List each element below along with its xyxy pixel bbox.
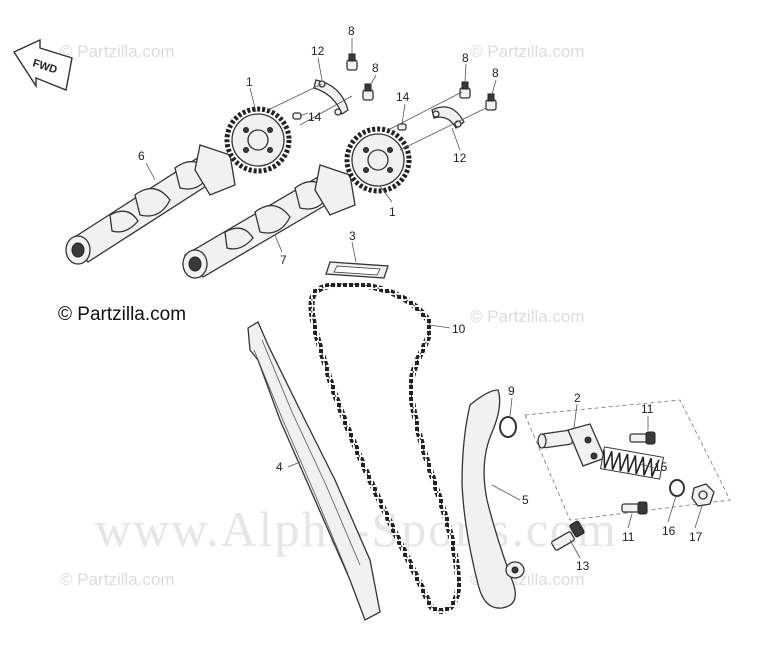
callout-1: 1: [389, 205, 396, 219]
bolt-8-a: [346, 53, 358, 71]
callout-8: 8: [348, 24, 355, 38]
camshaft-exhaust: [182, 164, 356, 279]
copyright-credit: © Partzilla.com: [58, 304, 187, 325]
camshaft-intake: [65, 144, 236, 265]
dowel-pin-lower: [397, 123, 407, 131]
gasket: [325, 261, 389, 279]
retainer-plate-lower: [431, 106, 465, 129]
cam-sprocket-lower: [344, 126, 412, 194]
callout-4: 4: [276, 460, 283, 474]
callout-10: 10: [452, 322, 466, 336]
leader-lines: [145, 38, 703, 559]
tensioner-arm-bolt: [551, 520, 585, 551]
callout-1: 1: [246, 75, 253, 89]
partzilla-watermark: © Partzilla.com: [60, 570, 175, 589]
retainer-plate-upper: [313, 79, 349, 116]
forward-arrow-icon: FWD: [12, 38, 73, 91]
tensioner-outline: [524, 399, 731, 521]
bolt-11-lower: [621, 501, 648, 515]
callout-14: 14: [308, 110, 322, 124]
tensioner-arm: [461, 389, 525, 609]
callout-7: 7: [280, 253, 287, 267]
callout-8: 8: [372, 61, 379, 75]
tensioner-body: [537, 423, 606, 467]
dowel-pin-upper: [292, 112, 302, 120]
bolt-8-b: [362, 83, 374, 101]
cap-bolt: [691, 483, 715, 507]
callout-11: 11: [641, 402, 654, 416]
callout-14: 14: [396, 90, 410, 104]
cam-sprocket-upper: [224, 106, 292, 174]
callout-3: 3: [349, 229, 356, 243]
callout-15: 15: [654, 460, 668, 474]
callout-6: 6: [138, 149, 145, 163]
callout-5: 5: [522, 493, 529, 507]
callout-17: 17: [689, 530, 703, 544]
tensioner-spring: [599, 446, 665, 480]
callout-13: 13: [576, 559, 590, 573]
bolt-8-d: [485, 93, 497, 111]
partzilla-watermark: © Partzilla.com: [470, 307, 585, 326]
bolt-11-upper: [629, 431, 656, 445]
bolt-8-c: [459, 81, 471, 99]
chain-guide: [247, 321, 381, 621]
sealing-washer: [669, 479, 685, 497]
partzilla-watermark: © Partzilla.com: [470, 42, 585, 61]
o-ring: [499, 416, 517, 438]
callout-8: 8: [492, 66, 499, 80]
callout-11: 11: [622, 530, 635, 544]
callout-12: 12: [453, 151, 467, 165]
timing-chain-links: [311, 283, 459, 612]
callout-9: 9: [508, 384, 515, 398]
callout-16: 16: [662, 524, 676, 538]
callout-2: 2: [574, 391, 581, 405]
partzilla-watermark: © Partzilla.com: [60, 42, 175, 61]
callout-12: 12: [311, 44, 325, 58]
callout-labels: 1 1 2 3 4 5 6 7 8 8 8 8 9 10 11 11 12 12…: [138, 24, 703, 573]
callout-8: 8: [462, 51, 469, 65]
timing-chain: [308, 281, 462, 614]
